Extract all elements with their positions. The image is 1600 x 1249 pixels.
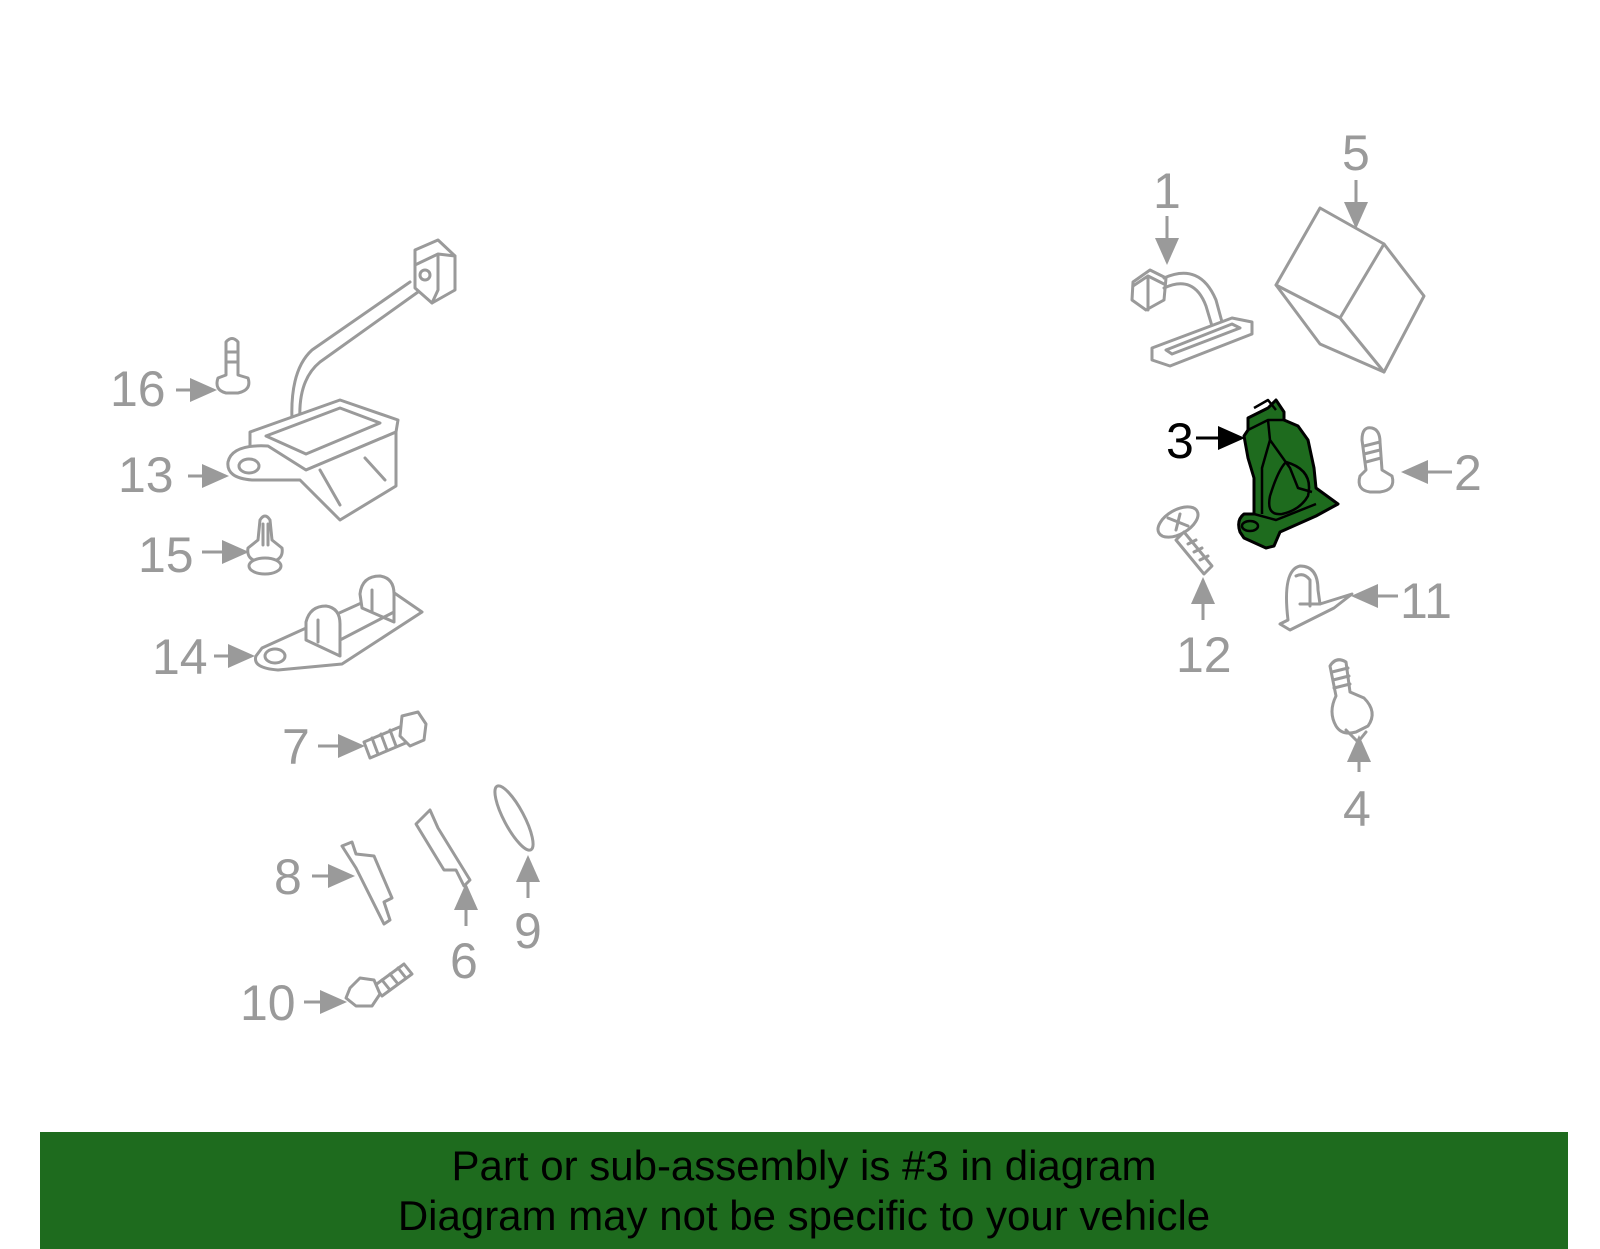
info-banner: Part or sub-assembly is #3 in diagram Di… bbox=[40, 1132, 1568, 1249]
callout-11[interactable]: 11 bbox=[1400, 573, 1452, 629]
part-11-clip[interactable] bbox=[1278, 564, 1354, 632]
part-4-bolt[interactable] bbox=[1328, 658, 1374, 744]
part-14-bracket[interactable] bbox=[253, 574, 424, 672]
part-8-bracket[interactable] bbox=[340, 840, 394, 926]
callout-2[interactable]: 2 bbox=[1454, 445, 1482, 501]
callout-12[interactable]: 12 bbox=[1176, 627, 1232, 683]
part-6-bracket[interactable] bbox=[414, 808, 472, 888]
callout-1[interactable]: 1 bbox=[1153, 163, 1181, 219]
callout-9[interactable]: 9 bbox=[514, 903, 542, 959]
part-7-bolt[interactable] bbox=[362, 710, 428, 760]
part-5-pad[interactable] bbox=[1274, 206, 1426, 374]
part-15-clip[interactable] bbox=[246, 514, 284, 576]
part-13-camera[interactable] bbox=[226, 238, 457, 522]
callout-14[interactable]: 14 bbox=[152, 629, 208, 685]
callout-7[interactable]: 7 bbox=[282, 719, 310, 775]
part-3-bracket-highlighted[interactable] bbox=[1237, 398, 1340, 550]
callout-15[interactable]: 15 bbox=[138, 527, 194, 583]
banner-line-disclaimer: Diagram may not be specific to your vehi… bbox=[397, 1191, 1211, 1239]
part-9-gasket[interactable] bbox=[488, 782, 539, 855]
callout-4[interactable]: 4 bbox=[1343, 781, 1371, 837]
callout-3[interactable]: 3 bbox=[1166, 413, 1194, 469]
banner-line-part: Part or sub-assembly is #3 in diagram bbox=[451, 1141, 1157, 1189]
part-2-screw[interactable] bbox=[1357, 426, 1395, 494]
callout-5[interactable]: 5 bbox=[1342, 125, 1370, 181]
callout-16[interactable]: 16 bbox=[110, 361, 166, 417]
callout-13[interactable]: 13 bbox=[118, 447, 174, 503]
part-10-bolt[interactable] bbox=[344, 962, 414, 1008]
callout-6[interactable]: 6 bbox=[450, 933, 478, 989]
callout-10[interactable]: 10 bbox=[240, 975, 296, 1031]
callout-8[interactable]: 8 bbox=[274, 849, 302, 905]
part-1-harness[interactable] bbox=[1130, 268, 1254, 368]
part-16-clip[interactable] bbox=[215, 337, 251, 395]
part-12-screw[interactable] bbox=[1153, 501, 1214, 576]
